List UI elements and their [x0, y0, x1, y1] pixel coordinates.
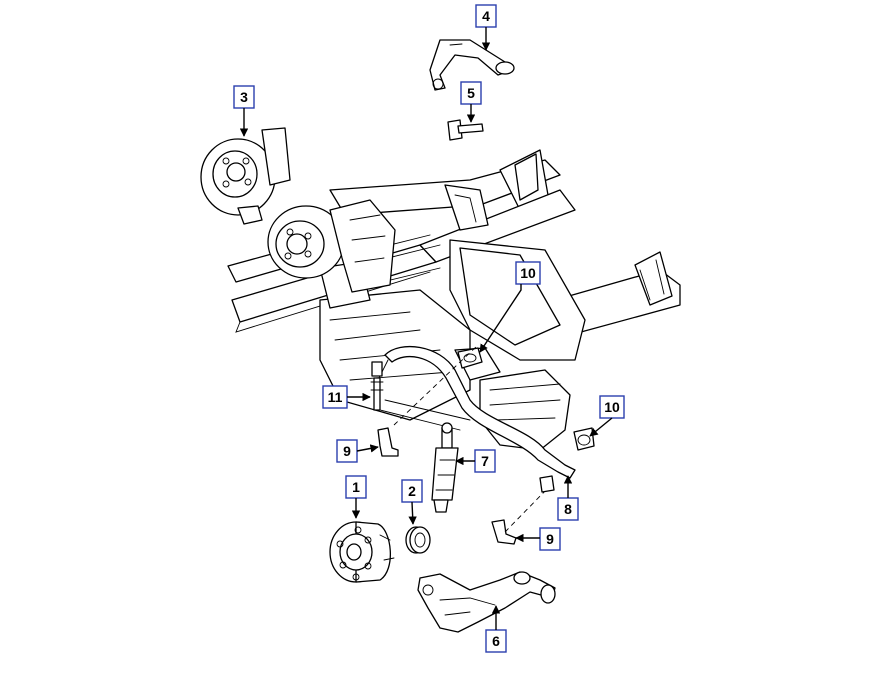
part-6-lower-control-arm — [417, 571, 556, 633]
svg-text:4: 4 — [482, 8, 490, 24]
part-2-bearing — [405, 526, 431, 554]
svg-text:10: 10 — [604, 399, 620, 415]
svg-text:9: 9 — [546, 531, 554, 547]
rotor-hub-assembly — [267, 199, 396, 293]
svg-text:8: 8 — [564, 501, 572, 517]
svg-text:6: 6 — [492, 633, 500, 649]
svg-text:1: 1 — [352, 479, 360, 495]
callout-10-right: 10 — [589, 395, 625, 437]
part-11-link-bolt — [370, 361, 384, 411]
svg-text:5: 5 — [467, 85, 475, 101]
part-4-upper-control-arm — [429, 39, 515, 91]
svg-text:11: 11 — [328, 389, 343, 405]
callout-1: 1 — [345, 475, 367, 519]
part-10-bushing-upper — [457, 347, 483, 369]
callout-9-left: 9 — [336, 439, 379, 463]
callout-10-upper: 10 — [479, 261, 541, 353]
callout-5: 5 — [460, 81, 482, 123]
stabilizer-link — [539, 475, 555, 493]
svg-text:7: 7 — [481, 453, 489, 469]
part-5-bolt — [447, 119, 484, 141]
svg-text:3: 3 — [240, 89, 248, 105]
svg-text:2: 2 — [408, 483, 416, 499]
svg-text:10: 10 — [520, 265, 536, 281]
part-3-hub-rotor — [200, 127, 291, 225]
callout-6: 6 — [485, 605, 507, 653]
callout-7: 7 — [455, 449, 496, 473]
callout-3: 3 — [233, 85, 255, 137]
dashed-guide-left — [393, 344, 479, 426]
part-9-bracket-left — [377, 427, 399, 457]
part-9-bracket-right — [491, 519, 517, 545]
callout-11: 11 — [322, 385, 371, 409]
callout-2: 2 — [401, 479, 423, 525]
part-1-front-hub — [329, 521, 395, 583]
part-10-bushing-right — [573, 427, 595, 451]
svg-text:9: 9 — [343, 443, 351, 459]
part-7-shock-absorber — [431, 422, 459, 513]
callout-9-right: 9 — [515, 527, 561, 551]
callout-8: 8 — [557, 475, 579, 521]
dashed-guide-right — [504, 487, 549, 533]
callout-4: 4 — [475, 4, 497, 51]
